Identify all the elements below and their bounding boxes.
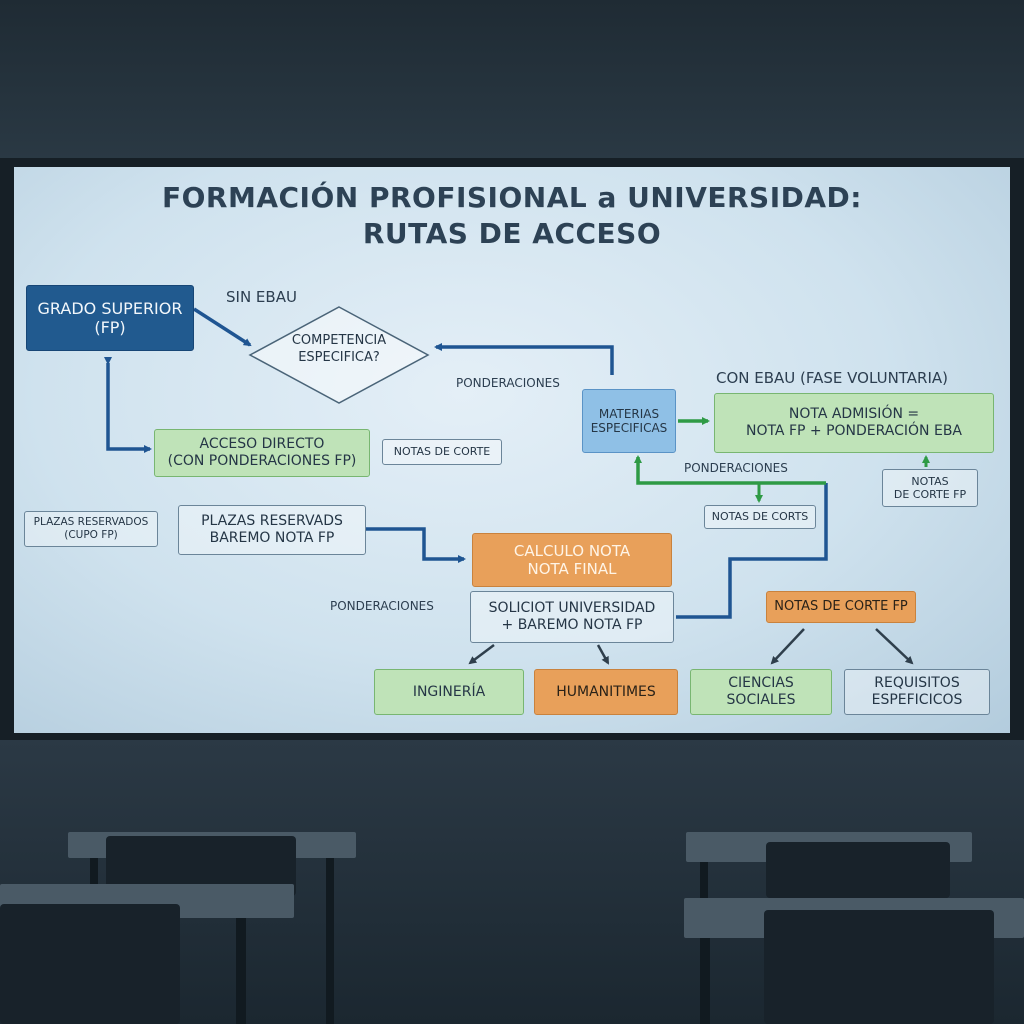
arrow-grado-to-competencia [193,307,252,347]
node-materias-line2: ESPECIFICAS [590,421,668,435]
node-calculo-nota: CALCULO NOTA NOTA FINAL [472,533,672,587]
label-sin-ebau: SIN EBAU [226,288,297,306]
diagram-title-line1: FORMACIÓN PROFISIONAL a UNIVERSIDAD: [161,181,862,214]
node-calculo-line2: NOTA FINAL [527,560,617,578]
node-materias-especificas: MATERIAS ESPECIFICAS [582,389,676,453]
competencia-diamond-shape [248,306,430,404]
node-acceso-directo-line1: ACCESO DIRECTO [199,436,325,453]
node-requisitos-especificos: REQUISITOS ESPEFICICOS [844,669,990,715]
desk-leg [326,858,334,1024]
chair-left-front [0,904,180,1024]
arrow-solicitud-loop [676,483,828,619]
node-plazas-small-line1: PLAZAS RESERVADOS [33,516,149,529]
node-requisitos-line2: ESPEFICICOS [871,692,963,708]
node-notas-corte-2: NOTAS DE CORTE FP [882,469,978,507]
label-con-ebau: CON EBAU (FASE VOLUNTARIA) [716,369,949,387]
node-plazas-big-line1: PLAZAS RESERVADS [201,513,343,530]
diagram-arrows [104,307,930,665]
diagram-title-line2: RUTAS DE ACCESO [362,217,662,250]
classroom-wall [0,0,1024,160]
desk-leg [236,918,246,1024]
node-notas-corte-fp: NOTAS DE CORTE FP [766,591,916,623]
node-plazas-reservadas-baremo: PLAZAS RESERVADS BAREMO NOTA FP [178,505,366,555]
arrow-green-loop-to-materias [634,455,826,485]
node-grado-superior-line1: GRADO SUPERIOR [37,298,183,318]
node-plazas-small-line2: (CUPO FP) [64,529,118,541]
node-plazas-big-line2: BAREMO NOTA FP [209,530,335,546]
node-ingenieria: INGINERÍA [374,669,524,715]
chair-right-back [766,842,950,898]
arrow-grado-acceso-directo [104,357,152,453]
node-competencia-line1: COMPETENCIA [291,333,387,348]
node-notas-corte-1: NOTAS DE CORTE [382,439,502,465]
desk-leg [700,862,708,902]
node-notas-corte-2-line1: NOTAS [911,474,949,488]
node-nota-admision: NOTA ADMISIÓN = NOTA FP + PONDERACIÓN EB… [714,393,994,453]
node-calculo-line1: CALCULO NOTA [513,542,631,560]
node-plazas-reservados-small: PLAZAS RESERVADOS (CUPO FP) [24,511,158,547]
node-grado-superior: GRADO SUPERIOR (FP) [26,285,194,351]
node-nota-admision-line2: NOTA FP + PONDERACIÓN EBA [745,423,963,439]
label-ponderaciones-3: PONDERACIONES [330,599,434,613]
node-notas-corte-2-line2: DE CORTE FP [893,488,967,501]
desk-leg [700,938,710,1024]
arrow-to-ciencias [770,628,805,665]
node-solicitud-line1: SOLICIOT UNIVERSIDAD [488,600,656,617]
arrow-plazas-to-calculo [366,527,466,563]
node-ciencias-line1: CIENCIAS [728,675,794,692]
label-ponderaciones-2: PONDERACIONES [684,461,788,475]
arrow-to-requisitos [875,628,914,665]
arrow-materias-to-competencia [434,343,614,375]
node-solicitud-line2: + BAREMO NOTA FP [501,617,643,633]
node-competencia: COMPETENCIA ESPECIFICA? [248,305,430,405]
node-humanidades: HUMANITIMES [534,669,678,715]
node-grado-superior-line2: (FP) [94,318,126,337]
node-acceso-directo: ACCESO DIRECTO (CON PONDERACIONES FP) [154,429,370,477]
node-acceso-directo-line2: (CON PONDERACIONES FP) [167,453,357,469]
node-ciencias-line2: SOCIALES [726,692,796,708]
node-nota-admision-line1: NOTA ADMISIÓN = [788,406,920,423]
arrow-to-ingenieria [468,644,495,665]
arrow-to-humanidades [596,644,610,665]
node-competencia-line2: ESPECIFICA? [298,349,380,365]
node-notas-de-corts: NOTAS DE CORTS [704,505,816,529]
projection-screen: FORMACIÓN PROFISIONAL a UNIVERSIDAD: RUT… [14,167,1010,733]
node-solicitud-universidad: SOLICIOT UNIVERSIDAD + BAREMO NOTA FP [470,591,674,643]
node-materias-line1: MATERIAS [598,406,660,421]
label-ponderaciones-1: PONDERACIONES [456,376,560,390]
node-ciencias-sociales: CIENCIAS SOCIALES [690,669,832,715]
node-requisitos-line1: REQUISITOS [874,675,960,692]
chair-right-front [764,910,994,1024]
